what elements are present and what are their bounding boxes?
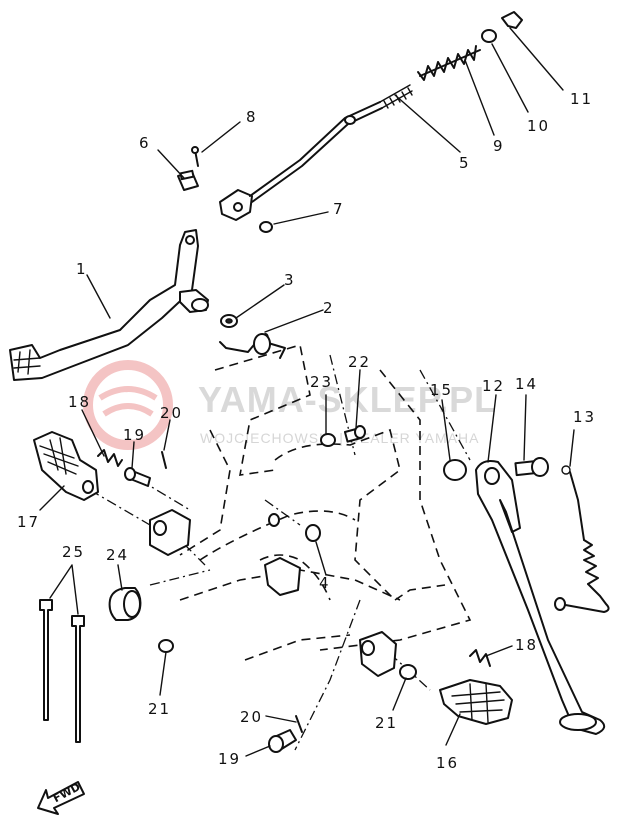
callout-1: 1	[76, 260, 88, 278]
collar-23	[320, 433, 336, 447]
washer-4	[305, 524, 321, 542]
callout-12: 12	[482, 377, 505, 395]
watermark: YAMA-SKLEP.PL WOJCIECHOWSKI | DEALER YAM…	[83, 360, 497, 450]
callout-19b: 19	[218, 750, 241, 768]
callout-11: 11	[570, 90, 593, 108]
sidestand	[475, 460, 606, 735]
callout-25: 25	[62, 543, 85, 561]
footrest-spring-left	[97, 449, 123, 467]
callout-2: 2	[323, 299, 335, 317]
footrest-pin-left	[124, 467, 151, 487]
rod-joint	[481, 29, 497, 43]
return-spring	[219, 333, 286, 359]
bolt-22	[343, 425, 366, 443]
cotter-pin-right	[295, 715, 303, 733]
callout-13: 13	[573, 408, 596, 426]
watermark-logo-icon	[83, 360, 173, 450]
sidestand-collar	[443, 459, 467, 481]
callout-7: 7	[333, 200, 345, 218]
brake-rod	[219, 84, 413, 221]
cotter-pin-top	[191, 146, 199, 167]
callout-4: 4	[319, 574, 331, 592]
washer-7	[259, 221, 273, 233]
callout-15: 15	[430, 381, 453, 399]
callout-21a: 21	[148, 700, 171, 718]
clevis-pin	[177, 169, 199, 191]
washer-21-right	[399, 664, 417, 680]
rod-spring	[417, 45, 481, 81]
callout-9: 9	[493, 137, 505, 155]
straps	[39, 599, 85, 743]
footrest-spring-right	[469, 649, 491, 667]
watermark-brand: YAMA-SKLEP.PL	[198, 379, 497, 420]
callout-21b: 21	[375, 714, 398, 732]
bracket-left	[149, 509, 301, 596]
fwd-arrow-icon: FWD	[37, 780, 85, 815]
washer-21-left	[158, 639, 174, 653]
callout-14: 14	[515, 375, 538, 393]
callout-20b: 20	[240, 708, 263, 726]
callout-20a: 20	[160, 404, 183, 422]
callout-5: 5	[459, 154, 471, 172]
adjuster-nut	[501, 11, 523, 29]
collar-24	[108, 587, 142, 621]
callout-18a: 18	[68, 393, 91, 411]
callout-24: 24	[106, 546, 129, 564]
sidestand-bolt	[514, 457, 549, 477]
callout-19a: 19	[123, 426, 146, 444]
brake-pedal	[9, 229, 209, 381]
callout-6: 6	[139, 134, 151, 152]
callout-17: 17	[17, 513, 40, 531]
callout-10: 10	[527, 117, 550, 135]
bracket-right	[359, 631, 397, 677]
right-footrest	[439, 679, 513, 725]
callout-8: 8	[246, 108, 258, 126]
cotter-pin-left	[161, 451, 167, 469]
leader-lines	[39, 27, 575, 757]
sidestand-spring	[554, 465, 610, 613]
callout-16: 16	[436, 754, 459, 772]
left-footrest	[33, 431, 99, 501]
callouts: 11 10 9 5 8 6 7 1 3 2 23 22 15 12 14 13 …	[17, 90, 596, 772]
callout-23: 23	[310, 373, 333, 391]
callout-3: 3	[284, 271, 296, 289]
callout-22: 22	[348, 353, 371, 371]
footrest-pin-right	[268, 729, 297, 753]
callout-18b: 18	[515, 636, 538, 654]
watermark-tagline: WOJCIECHOWSKI | DEALER YAMAHA	[200, 430, 480, 446]
